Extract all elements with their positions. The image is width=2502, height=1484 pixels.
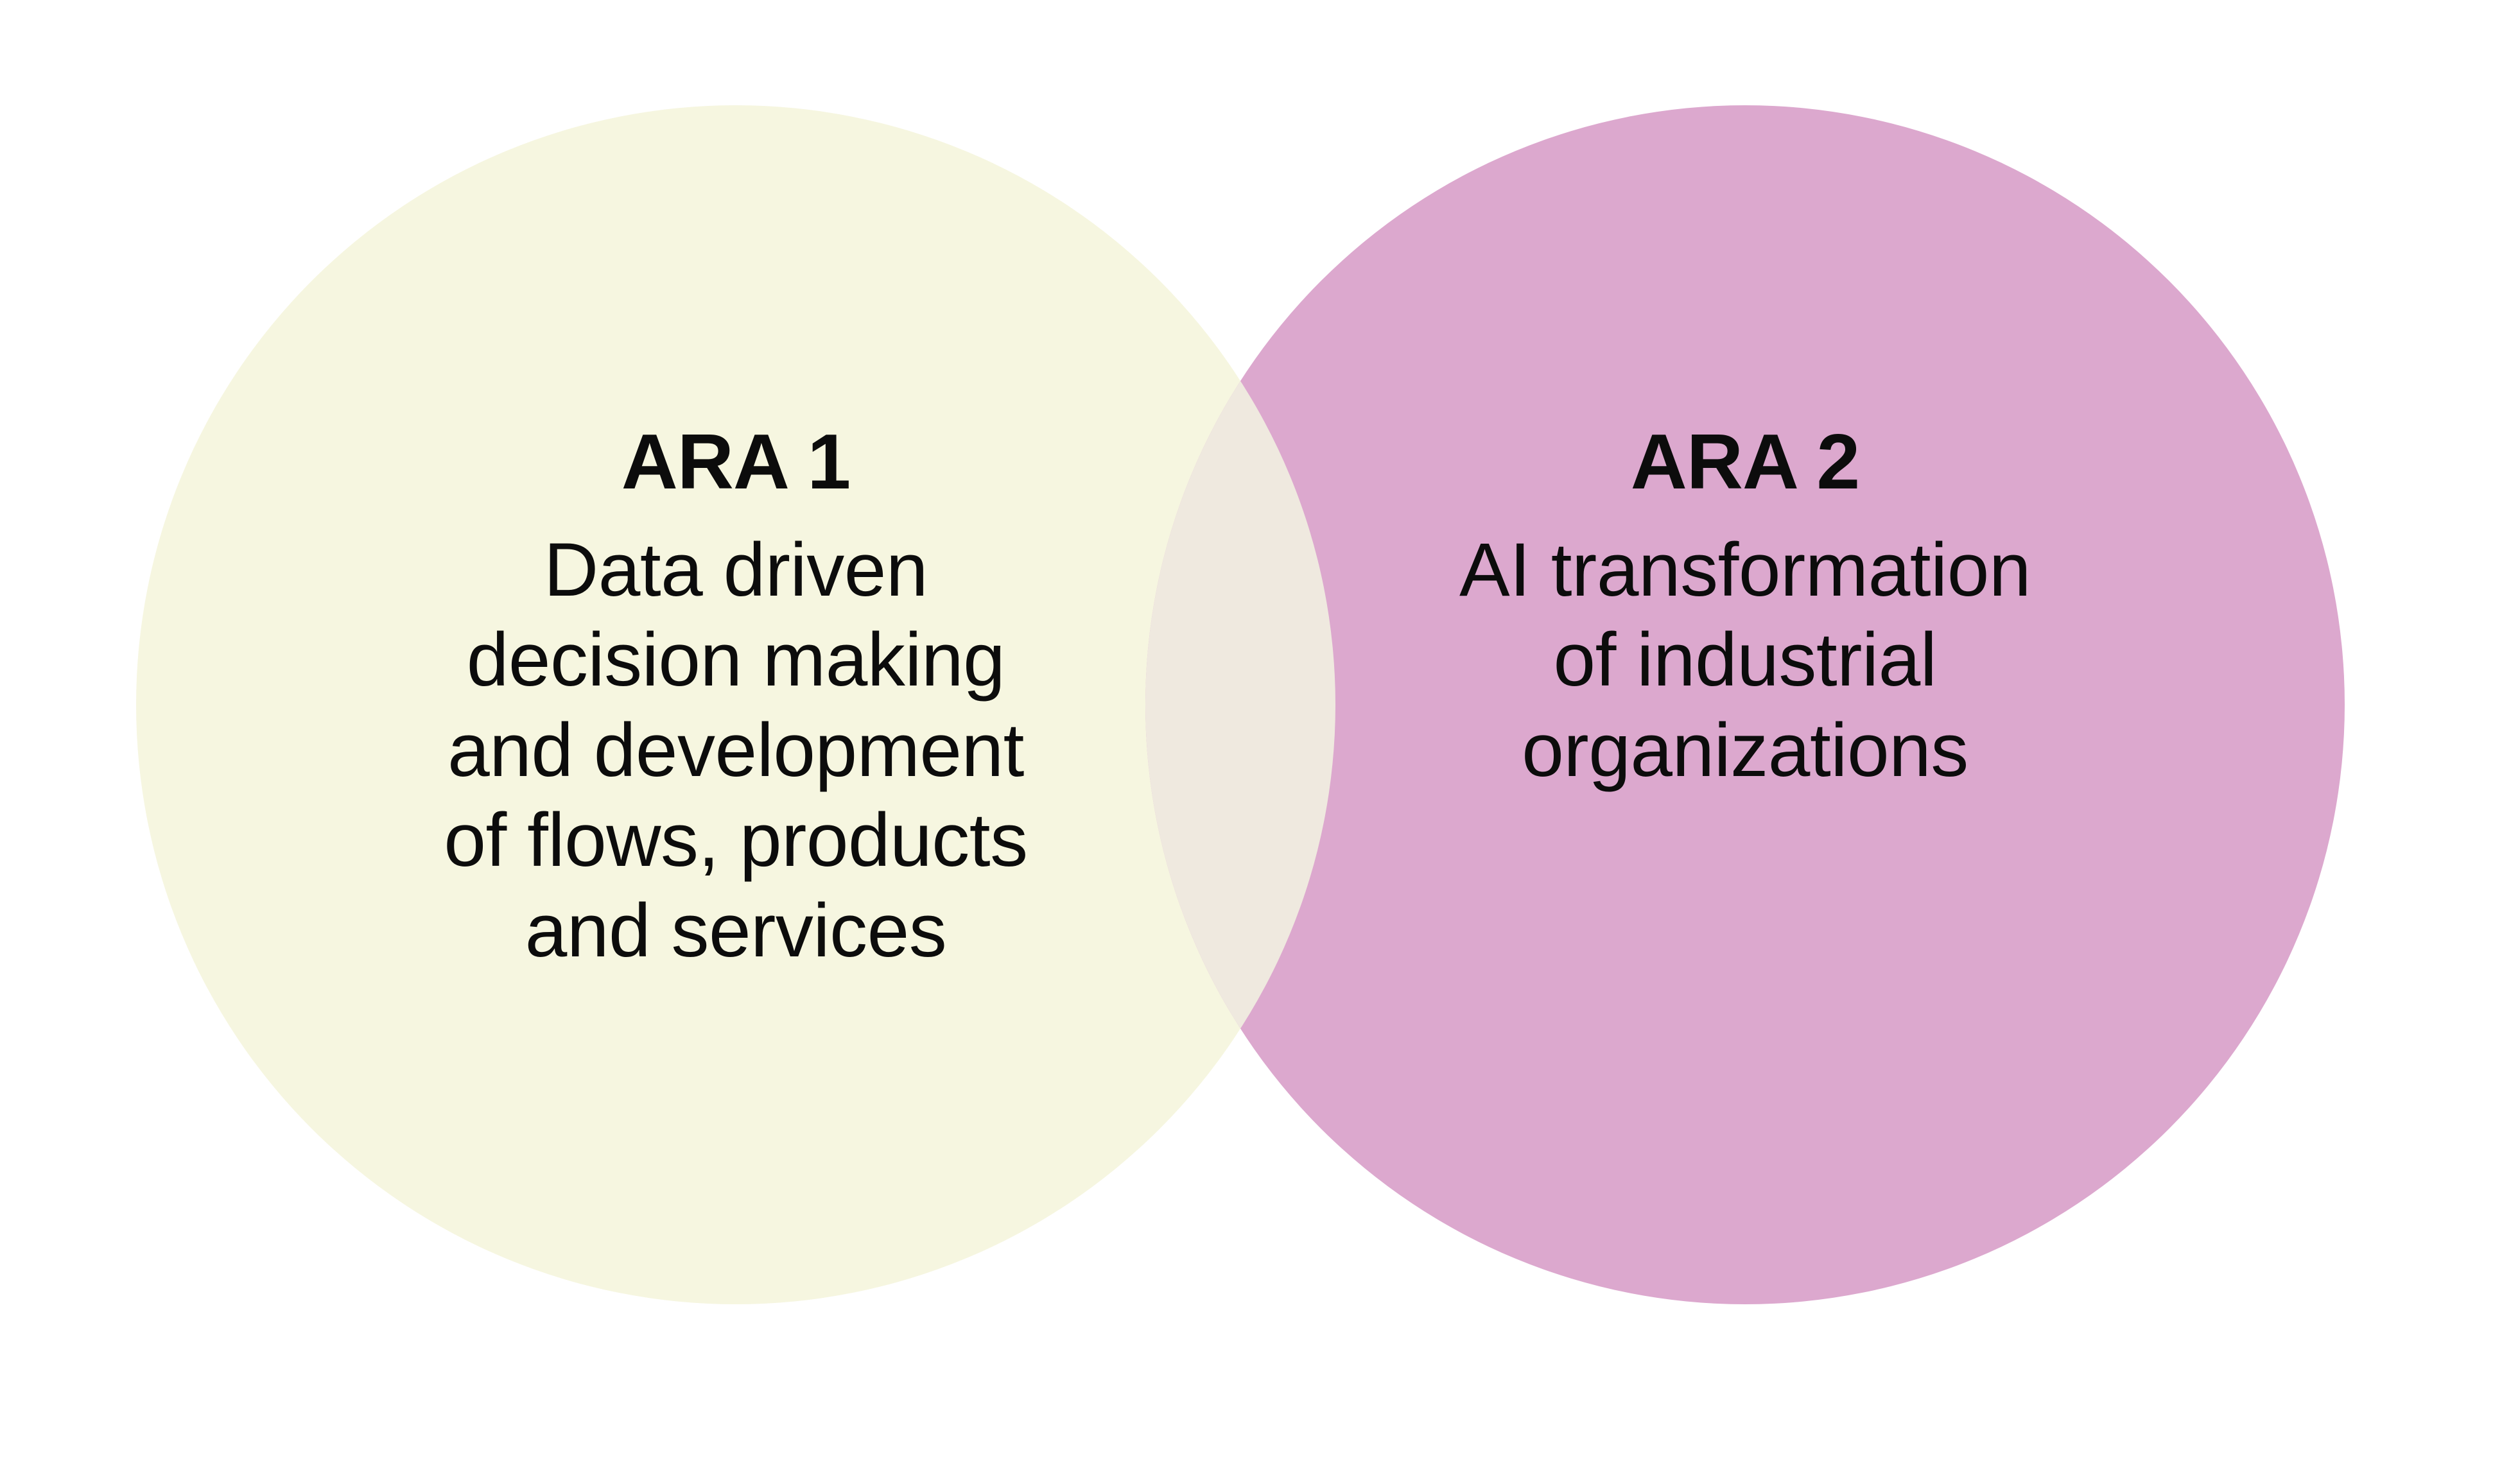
- circle-ara-2: [1145, 105, 2345, 1304]
- set-body-line: of industrial: [1553, 617, 1937, 703]
- set-body-line: and services: [525, 888, 947, 973]
- set-body-ara-1: Data driven decision making and developm…: [395, 525, 1076, 976]
- label-group-ara-2: ARA 2 AI transformation of industrial or…: [1373, 422, 2117, 795]
- set-body-line: organizations: [1522, 707, 1968, 793]
- set-body-line: Data driven: [544, 528, 928, 612]
- set-body-line: decision making: [466, 617, 1005, 703]
- circle-ara-1: [136, 105, 1335, 1304]
- set-title-ara-1: ARA 1: [621, 418, 851, 505]
- label-group-ara-1: ARA 1 Data driven decision making and de…: [395, 422, 1076, 976]
- set-body-line: and development: [447, 707, 1024, 793]
- set-body-line: AI transformation: [1459, 528, 2031, 612]
- set-body-line: of flows, products: [444, 798, 1028, 883]
- set-title-ara-2: ARA 2: [1630, 418, 1861, 505]
- set-body-ara-2: AI transformation of industrial organiza…: [1373, 525, 2117, 795]
